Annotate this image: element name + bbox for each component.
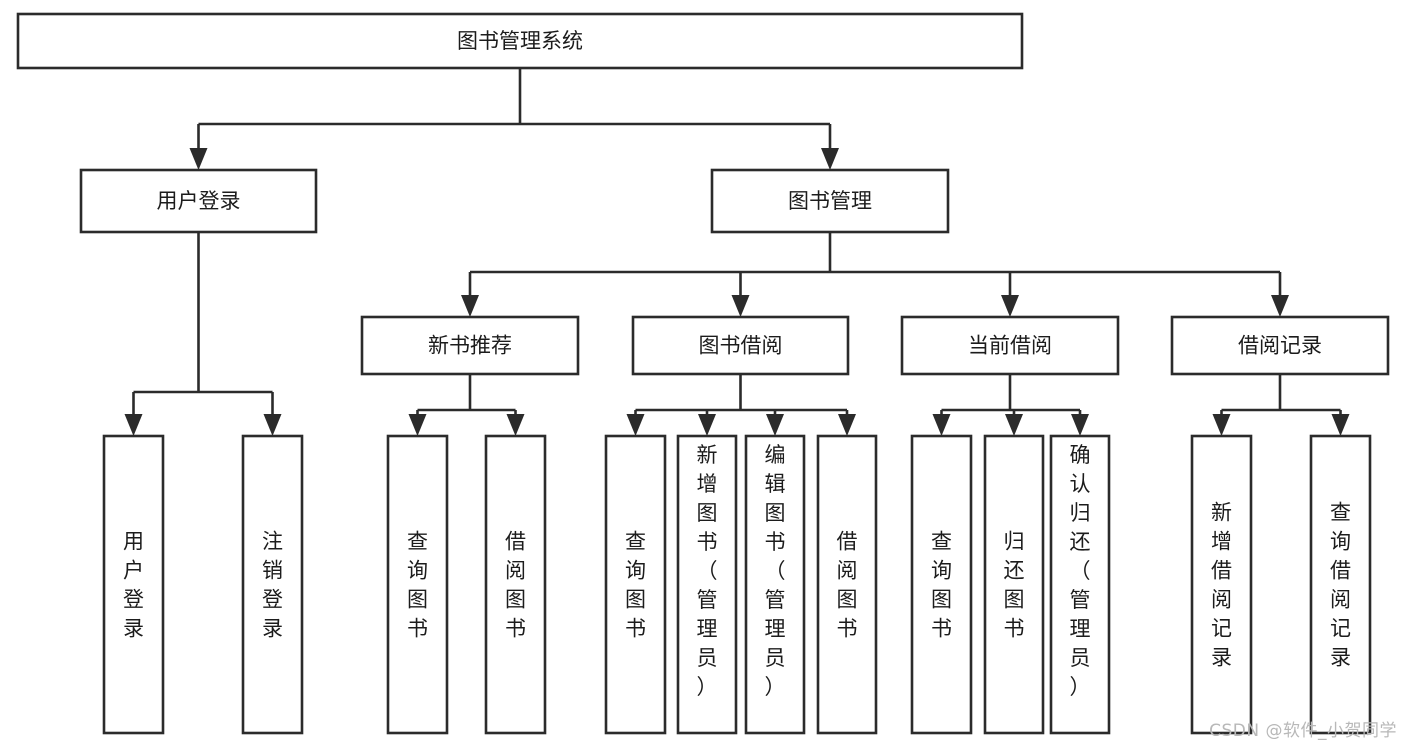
node-box-query-book-2 <box>604 434 667 735</box>
node-add-book-admin[interactable]: 新增图书（管理员） <box>676 434 738 735</box>
arrow-head-icon <box>1071 414 1089 436</box>
node-confirm-return-admin[interactable]: 确认归还（管理员） <box>1049 434 1111 735</box>
node-box-return-book <box>983 434 1045 735</box>
arrow-head-icon <box>189 148 208 170</box>
node-box-add-borrow-record <box>1190 434 1253 735</box>
node-user-logout[interactable]: 注销登录 <box>241 434 304 735</box>
node-current-borrow[interactable]: 当前借阅 <box>900 315 1120 376</box>
node-query-borrow-record[interactable]: 查询借阅记录 <box>1309 434 1372 735</box>
arrow-head-icon <box>821 148 839 170</box>
node-box-confirm-return-admin <box>1049 434 1111 735</box>
connector-layer <box>124 68 1350 436</box>
node-query-book-1[interactable]: 查询图书 <box>386 434 449 735</box>
node-box-borrow-book-2 <box>816 434 878 735</box>
arrow-head-icon <box>1331 414 1350 436</box>
node-box-borrow-record <box>1170 315 1390 376</box>
node-borrow-record[interactable]: 借阅记录 <box>1170 315 1390 376</box>
arrow-head-icon <box>731 295 750 317</box>
node-box-query-borrow-record <box>1309 434 1372 735</box>
node-label-edit-book-admin: 编辑图书（管理员） <box>765 443 786 699</box>
node-label-add-borrow-record: 新增借阅记录 <box>1211 501 1232 670</box>
node-box-query-book-1 <box>386 434 449 735</box>
arrow-head-icon <box>766 414 784 436</box>
node-edit-book-admin[interactable]: 编辑图书（管理员） <box>744 434 806 735</box>
node-label-query-borrow-record: 查询借阅记录 <box>1330 501 1351 670</box>
node-label-add-book-admin: 新增图书（管理员） <box>697 443 718 699</box>
arrow-head-icon <box>1005 414 1023 436</box>
node-box-borrow-book-1 <box>484 434 547 735</box>
node-box-book-manage <box>710 168 950 234</box>
node-borrow-book-1[interactable]: 借阅图书 <box>484 434 547 735</box>
arrow-head-icon <box>263 414 282 436</box>
node-label-current-borrow: 当前借阅 <box>968 334 1052 358</box>
node-label-query-book-1: 查询图书 <box>407 530 428 641</box>
node-borrow-book-2[interactable]: 借阅图书 <box>816 434 878 735</box>
node-box-query-book-3 <box>910 434 973 735</box>
node-label-user-login-do: 用户登录 <box>123 530 144 641</box>
node-box-user-login <box>79 168 318 234</box>
node-label-root: 图书管理系统 <box>457 29 583 53</box>
node-new-book-recommend[interactable]: 新书推荐 <box>360 315 580 376</box>
arrow-head-icon <box>408 414 427 436</box>
node-query-book-2[interactable]: 查询图书 <box>604 434 667 735</box>
node-book-manage[interactable]: 图书管理 <box>710 168 950 234</box>
arrow-head-icon <box>838 414 856 436</box>
node-box-add-book-admin <box>676 434 738 735</box>
arrow-head-icon <box>932 414 951 436</box>
arrow-head-icon <box>124 414 143 436</box>
node-box-book-borrow <box>631 315 850 376</box>
node-label-confirm-return-admin: 确认归还（管理员） <box>1070 443 1091 699</box>
arrow-head-icon <box>506 414 525 436</box>
node-query-book-3[interactable]: 查询图书 <box>910 434 973 735</box>
arrow-head-icon <box>1212 414 1231 436</box>
csdn-watermark: CSDN @软件_小贺同学 <box>1209 721 1397 741</box>
node-box-edit-book-admin <box>744 434 806 735</box>
arrow-head-icon <box>698 414 716 436</box>
node-box-root <box>16 12 1024 70</box>
node-label-new-book-recommend: 新书推荐 <box>428 334 512 358</box>
node-label-book-manage: 图书管理 <box>788 189 872 213</box>
node-label-query-book-2: 查询图书 <box>625 530 646 641</box>
node-user-login[interactable]: 用户登录 <box>79 168 318 234</box>
node-root[interactable]: 图书管理系统 <box>16 12 1024 70</box>
node-label-book-borrow: 图书借阅 <box>699 334 783 358</box>
node-label-borrow-book-1: 借阅图书 <box>505 530 526 641</box>
node-box-current-borrow <box>900 315 1120 376</box>
arrow-head-icon <box>1271 295 1289 317</box>
node-box-user-login-do <box>102 434 165 735</box>
node-book-borrow[interactable]: 图书借阅 <box>631 315 850 376</box>
node-label-user-logout: 注销登录 <box>262 530 283 641</box>
node-label-borrow-book-2: 借阅图书 <box>837 530 858 641</box>
node-box-user-logout <box>241 434 304 735</box>
node-layer: 图书管理系统用户登录图书管理用户登录注销登录新书推荐图书借阅当前借阅借阅记录查询… <box>16 12 1390 735</box>
node-label-return-book: 归还图书 <box>1004 530 1025 641</box>
node-label-query-book-3: 查询图书 <box>931 530 952 641</box>
node-user-login-do[interactable]: 用户登录 <box>102 434 165 735</box>
node-return-book[interactable]: 归还图书 <box>983 434 1045 735</box>
arrow-head-icon <box>626 414 645 436</box>
node-label-borrow-record: 借阅记录 <box>1238 334 1322 358</box>
node-add-borrow-record[interactable]: 新增借阅记录 <box>1190 434 1253 735</box>
node-box-new-book-recommend <box>360 315 580 376</box>
node-label-user-login: 用户登录 <box>157 189 241 213</box>
arrow-head-icon <box>461 295 479 317</box>
arrow-head-icon <box>1001 295 1019 317</box>
